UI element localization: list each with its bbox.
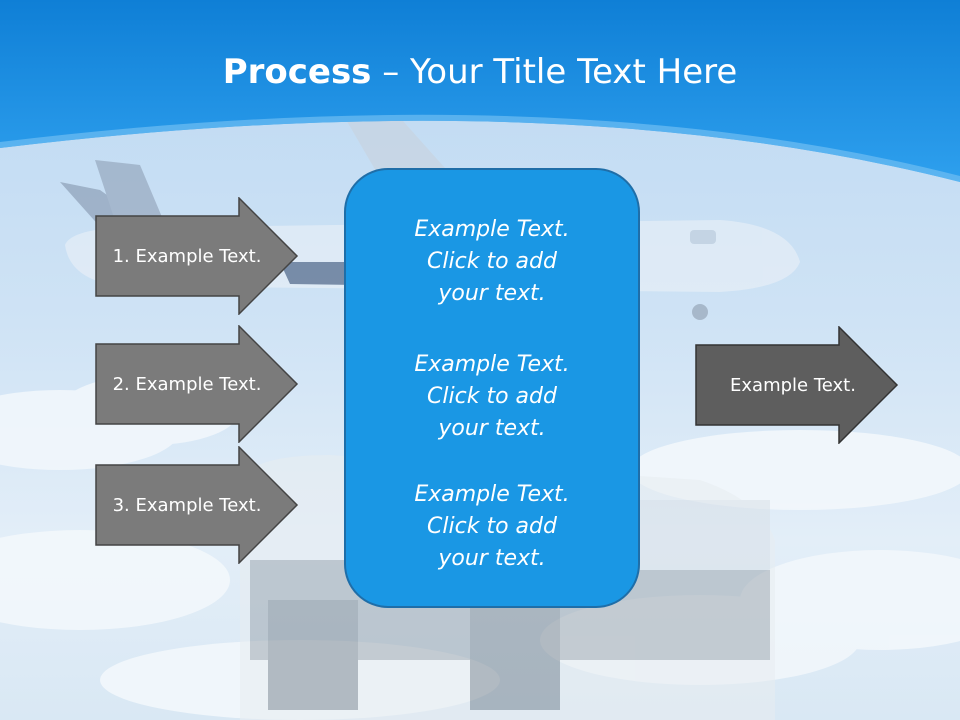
input-arrow-1: 1. Example Text. xyxy=(95,197,299,315)
center-text-line: Example Text. xyxy=(414,352,570,377)
arrow-right-shape xyxy=(95,197,299,315)
center-text-line: Example Text. xyxy=(414,482,570,507)
input-arrow-2-label: 2. Example Text. xyxy=(112,373,262,395)
arrow-right-shape xyxy=(695,326,899,444)
title-bold: Process xyxy=(222,52,372,92)
center-text-line: your text. xyxy=(438,416,546,441)
input-arrow-2: 2. Example Text. xyxy=(95,325,299,443)
input-arrow-3-label: 3. Example Text. xyxy=(112,494,262,516)
center-text-line: Click to add xyxy=(427,249,557,274)
output-arrow: Example Text. xyxy=(695,326,899,444)
center-text-line: Click to add xyxy=(427,384,557,409)
center-text-block-3: Example Text. Click to add your text. xyxy=(346,479,638,575)
center-text-line: Click to add xyxy=(427,514,557,539)
title-rest: – Your Title Text Here xyxy=(371,52,738,92)
input-arrow-1-label: 1. Example Text. xyxy=(112,245,262,267)
input-arrow-3: 3. Example Text. xyxy=(95,446,299,564)
center-text-block-1: Example Text. Click to add your text. xyxy=(346,214,638,310)
center-text-line: your text. xyxy=(438,281,546,306)
center-text-line: your text. xyxy=(438,546,546,571)
center-text-block-2: Example Text. Click to add your text. xyxy=(346,349,638,445)
arrow-right-shape xyxy=(95,325,299,443)
slide-title: Process – Your Title Text Here xyxy=(0,52,960,92)
output-arrow-label: Example Text. xyxy=(730,374,856,396)
arrow-right-shape xyxy=(95,446,299,564)
center-text-line: Example Text. xyxy=(414,217,570,242)
center-process-box: Example Text. Click to add your text. Ex… xyxy=(344,168,640,608)
